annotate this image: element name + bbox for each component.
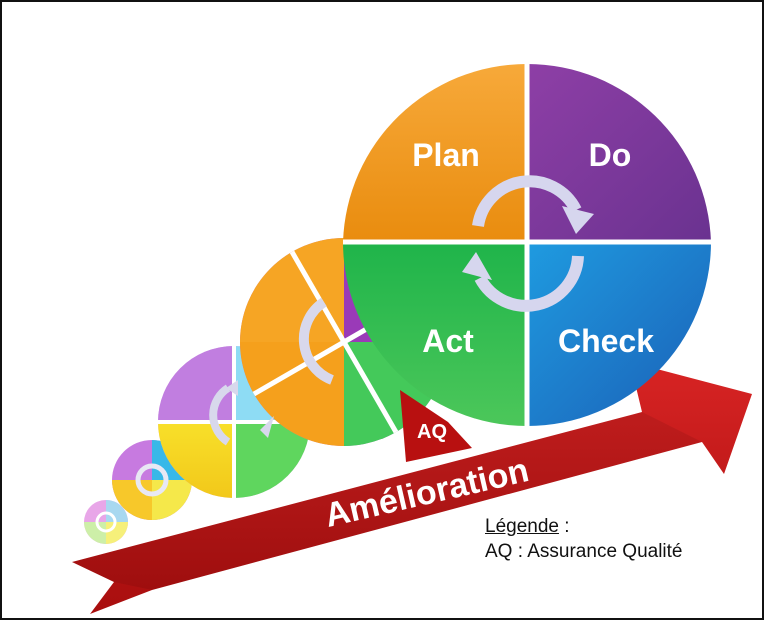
- cycle-circle-main: Plan Do Act Check: [343, 63, 711, 426]
- cycle-arrows-icon: [472, 175, 584, 312]
- do-label: Do: [589, 137, 632, 173]
- aq-badge: AQ: [417, 421, 447, 443]
- legend-heading: Légende :: [485, 514, 755, 539]
- cycle-circle-xs: [84, 500, 128, 544]
- legend-title-suffix: :: [558, 516, 570, 537]
- check-label: Check: [558, 323, 654, 359]
- act-label: Act: [422, 323, 474, 359]
- legend-title: Légende: [485, 516, 559, 537]
- legend-entry: AQ : Assurance Qualité: [485, 541, 683, 562]
- plan-label: Plan: [412, 137, 480, 173]
- legend: Légende : AQ : Assurance Qualité: [485, 514, 755, 584]
- plan-quadrant: [343, 63, 527, 243]
- improvement-arrow: [72, 362, 752, 614]
- aq-wedge: [400, 390, 472, 462]
- check-quadrant: [527, 242, 711, 426]
